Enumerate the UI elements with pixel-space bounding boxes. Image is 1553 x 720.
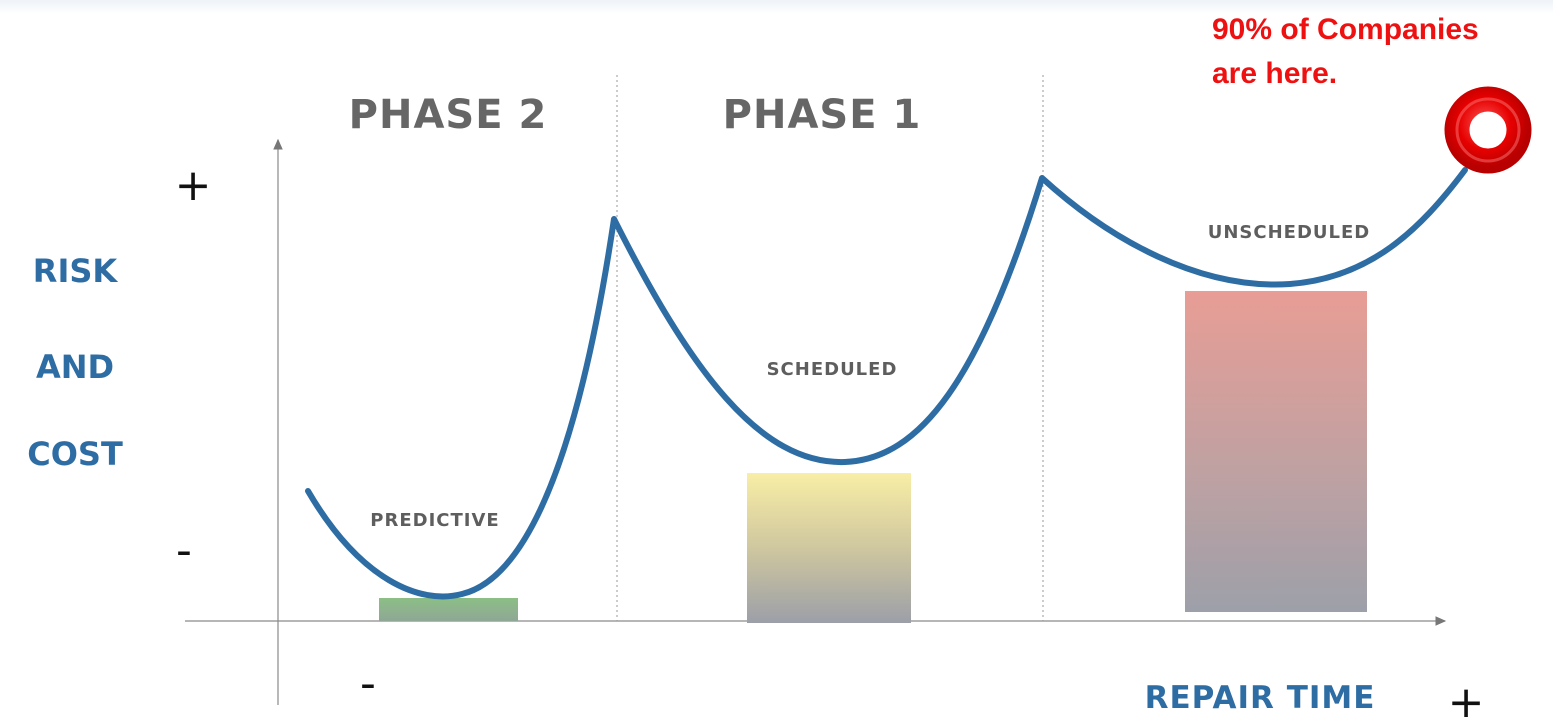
- unscheduled-cost-bar: [1185, 291, 1367, 612]
- y-axis-word-and: AND: [36, 348, 114, 386]
- zone-label-scheduled: SCHEDULED: [767, 359, 898, 380]
- zone-label-predictive: PREDICTIVE: [370, 510, 499, 531]
- phase-label-1: PHASE 1: [723, 92, 922, 138]
- zone-label-unscheduled: UNSCHEDULED: [1208, 222, 1370, 243]
- y-axis-plus-sign: +: [175, 160, 212, 211]
- risk-cost-curve: [305, 167, 1468, 600]
- callout-line-1: 90% of Companies: [1212, 13, 1479, 46]
- highlight-ring-icon: [1444, 86, 1532, 174]
- x-axis-title: REPAIR TIME: [1145, 680, 1376, 716]
- phase-label-2: PHASE 2: [349, 92, 548, 138]
- highlight-ring-shine: [1455, 97, 1521, 163]
- y-axis-word-risk: RISK: [33, 252, 119, 290]
- scheduled-cost-bar: [747, 473, 911, 623]
- callout-line-2: are here.: [1212, 57, 1337, 90]
- x-axis-plus-sign: +: [1448, 677, 1485, 720]
- y-axis-word-cost: COST: [27, 435, 123, 473]
- predictive-cost-bar: [379, 598, 518, 621]
- y-axis-minus-sign: -: [176, 525, 192, 576]
- x-axis-minus-sign: -: [360, 658, 376, 709]
